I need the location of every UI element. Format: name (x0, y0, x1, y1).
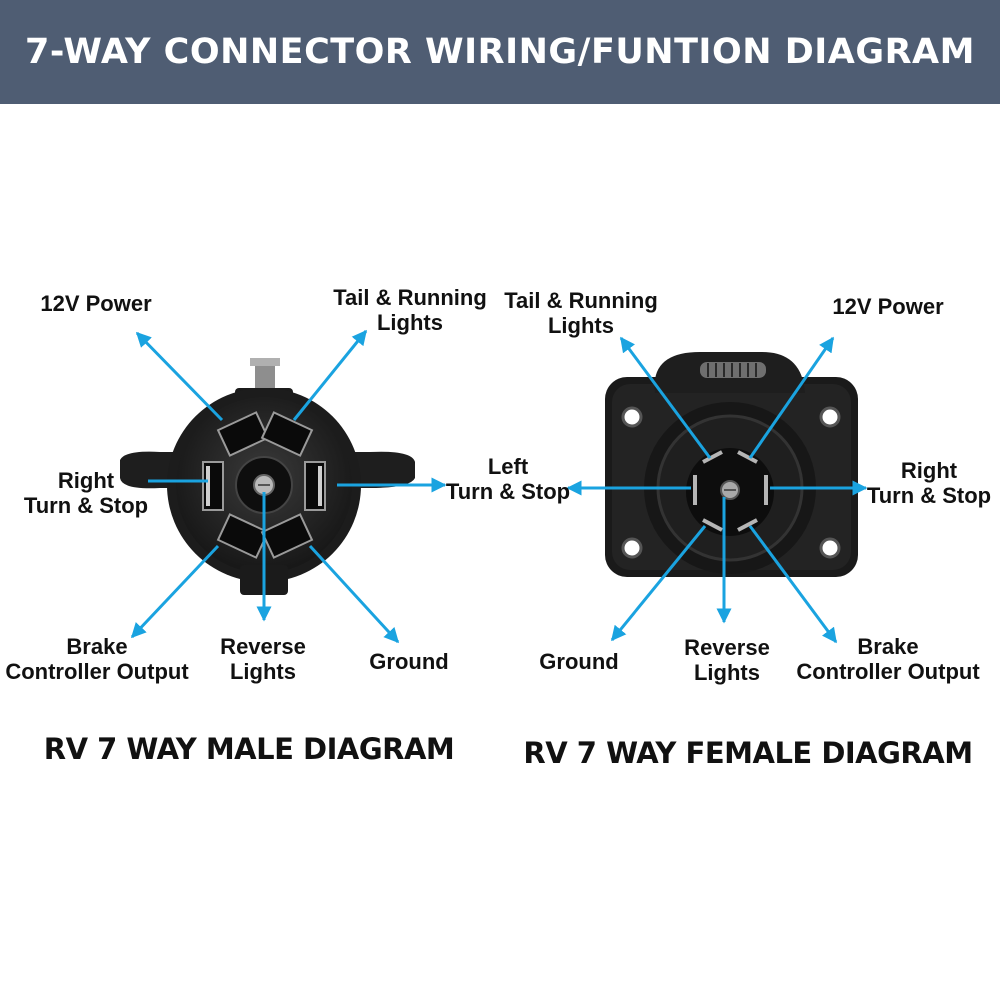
label-female-12v-power: 12V Power (832, 294, 943, 319)
label-text: Reverse (684, 635, 770, 660)
arrow-female-12v (748, 336, 835, 459)
mount-hole-icon (621, 537, 643, 559)
label-female-left-turn: Left Turn & Stop (446, 454, 570, 504)
male-diagram-caption: RV 7 WAY MALE DIAGRAM (43, 732, 455, 766)
female-arrows (566, 336, 868, 644)
label-text: Turn & Stop (23, 493, 149, 518)
page-title: 7-WAY CONNECTOR WIRING/FUNTION DIAGRAM (25, 32, 975, 72)
label-male-12v-power: 12V Power (40, 291, 151, 316)
label-text: Lights (376, 310, 443, 335)
label-male-brake: Brake Controller Output (5, 634, 188, 684)
mount-hole-icon (819, 406, 841, 428)
label-text: Lights (693, 660, 760, 685)
label-text: Brake (857, 634, 919, 659)
label-male-reverse: Reverse Lights (220, 634, 306, 684)
arrow-male-12v (135, 331, 224, 422)
label-text: 12V Power (40, 291, 152, 316)
label-text: 12V Power (832, 294, 944, 319)
label-male-right-turn: Right Turn & Stop (24, 468, 148, 518)
label-male-tail-running: Tail & Running Lights (333, 285, 487, 335)
label-female-brake: Brake Controller Output (796, 634, 979, 684)
arrow-female-brake (748, 525, 838, 644)
arrow-male-tail (292, 329, 368, 421)
mount-hole-icon (621, 406, 643, 428)
label-text: Tail & Running (504, 288, 658, 313)
label-female-reverse: Reverse Lights (684, 635, 770, 685)
header-banner: 7-WAY CONNECTOR WIRING/FUNTION DIAGRAM (0, 0, 1000, 104)
male-plug-image (120, 358, 415, 595)
label-text: Controller Output (796, 659, 980, 684)
label-text: Right (900, 458, 958, 483)
female-diagram-caption: RV 7 WAY FEMALE DIAGRAM (523, 736, 973, 770)
mount-hole-icon (819, 537, 841, 559)
label-text: Ground (369, 649, 449, 674)
label-text: Controller Output (5, 659, 189, 684)
label-text: Tail & Running (333, 285, 487, 310)
label-text: Brake (66, 634, 128, 659)
label-text: Right (57, 468, 115, 493)
arrow-male-ground (308, 544, 400, 644)
screw-icon (255, 362, 275, 396)
label-female-right-turn: Right Turn & Stop (867, 458, 991, 508)
label-text: Turn & Stop (866, 483, 992, 508)
label-female-tail-running: Tail & Running Lights (504, 288, 658, 338)
label-female-ground: Ground (539, 649, 618, 674)
arrow-male-brake (130, 544, 220, 639)
label-male-ground: Ground (369, 649, 448, 674)
label-text: Left (487, 454, 529, 479)
arrow-female-ground (610, 525, 707, 642)
label-text: Lights (229, 659, 296, 684)
label-text: Reverse (220, 634, 306, 659)
male-arrows (130, 329, 447, 644)
label-text: Lights (547, 313, 614, 338)
female-socket-image (605, 352, 858, 577)
arrow-female-tail (619, 336, 712, 459)
label-text: Turn & Stop (445, 479, 571, 504)
label-text: Ground (539, 649, 619, 674)
